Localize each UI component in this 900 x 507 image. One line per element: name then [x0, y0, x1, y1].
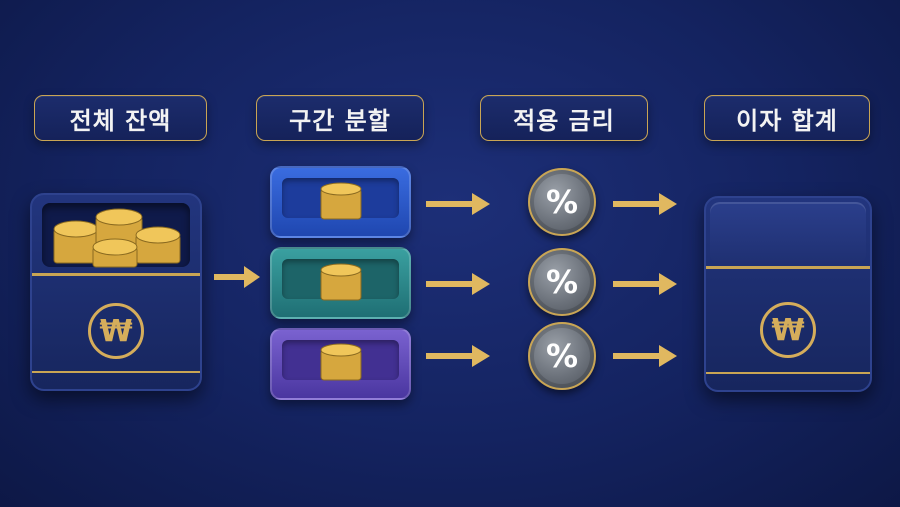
arrow-right-icon: [426, 345, 490, 367]
won-coin-icon: ₩: [88, 303, 144, 359]
interest-box-lid: [710, 202, 866, 264]
label-applied-rate: 적용 금리: [480, 95, 648, 141]
interest-box-rim: [706, 266, 870, 269]
arrow-right-icon: [613, 273, 677, 295]
coin-stack-icon: [320, 263, 362, 301]
interest-box-base-rim: [706, 372, 870, 374]
arrow-right-icon: [426, 273, 490, 295]
percent-coin-icon: %: [528, 168, 596, 236]
label-total-balance: 전체 잔액: [34, 95, 207, 141]
label-segment-split: 구간 분할: [256, 95, 424, 141]
coin-stack-icon: [320, 343, 362, 381]
balance-box-base-rim: [32, 371, 200, 373]
won-coin-icon: ₩: [760, 302, 816, 358]
interest-box: ₩: [704, 196, 872, 392]
percent-coin-icon: %: [528, 248, 596, 316]
coin-stack-icon: [320, 182, 362, 220]
arrow-right-icon: [214, 266, 260, 288]
percent-coin-icon: %: [528, 322, 596, 390]
arrow-right-icon: [613, 193, 677, 215]
coin-pile-icon: [53, 208, 181, 268]
arrow-right-icon: [426, 193, 490, 215]
label-interest-total: 이자 합계: [704, 95, 870, 141]
balance-box-rim: [32, 273, 200, 276]
arrow-right-icon: [613, 345, 677, 367]
